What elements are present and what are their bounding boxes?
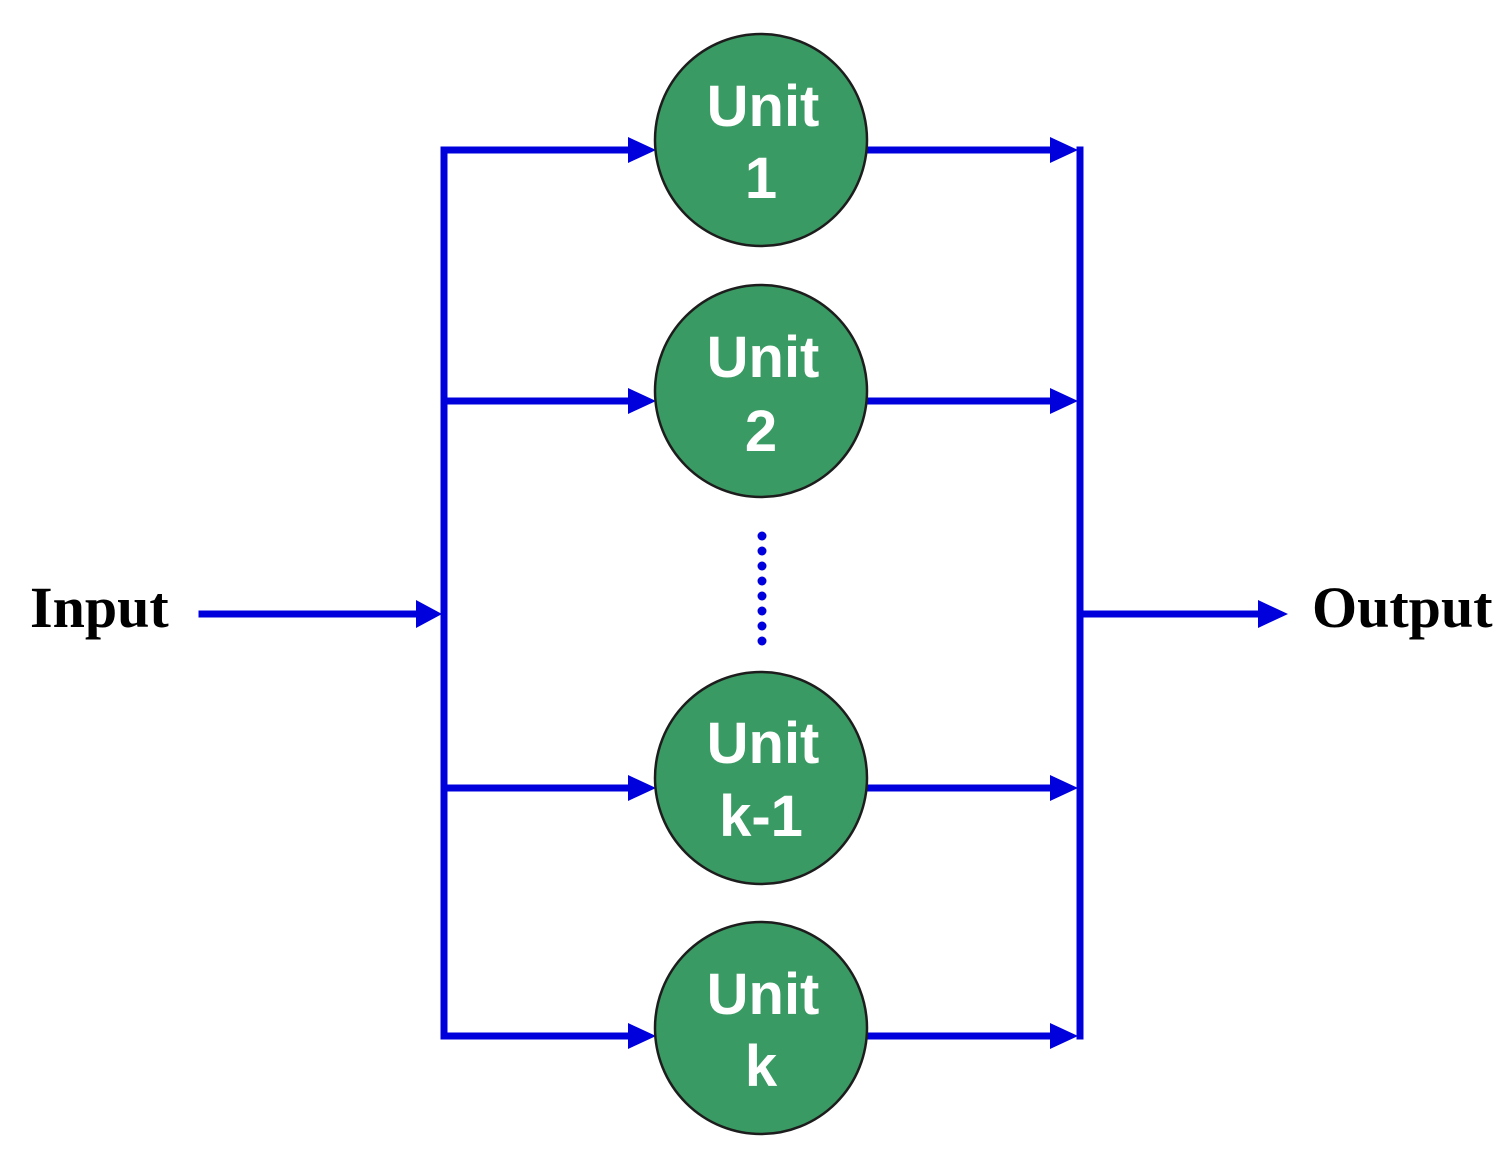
branch-out-arrowhead-unit-k-1	[1050, 775, 1078, 801]
unit-1-label-line1: Unit	[707, 74, 820, 139]
input-label: Input	[30, 575, 169, 640]
output-arrowhead	[1258, 600, 1288, 628]
unit-1-circle	[653, 32, 869, 248]
input-arrowhead	[416, 600, 442, 628]
branch-in-arrowhead-unit-2	[628, 388, 656, 414]
unit-k-label-line2: k	[745, 1034, 778, 1099]
unit-node-k-1: Unit k-1	[653, 670, 869, 886]
unit-node-1: Unit 1	[653, 32, 869, 248]
branch-in-arrowhead-unit-k-1	[628, 775, 656, 801]
branch-out-arrowhead-unit-1	[1050, 137, 1078, 163]
branch-in-arrowhead-unit-k	[628, 1023, 656, 1049]
unit-2-label-line1: Unit	[707, 325, 820, 390]
branch-out-arrowhead-unit-2	[1050, 388, 1078, 414]
branch-out-arrowhead-unit-k	[1050, 1023, 1078, 1049]
unit-2-label-line2: 2	[745, 399, 777, 464]
unit-k-1-label-line2: k-1	[719, 784, 803, 849]
vertical-ellipsis-icon	[757, 531, 767, 646]
unit-1-label-line2: 1	[745, 146, 777, 211]
unit-k-circle	[653, 920, 869, 1136]
unit-k-1-circle	[653, 670, 869, 886]
output-label: Output	[1312, 575, 1493, 640]
unit-k-label-line1: Unit	[707, 962, 820, 1027]
unit-2-circle	[653, 283, 869, 499]
unit-node-k: Unit k	[653, 920, 869, 1136]
branch-in-arrowhead-unit-1	[628, 137, 656, 163]
unit-k-1-label-line1: Unit	[707, 711, 820, 776]
unit-node-2: Unit 2	[653, 283, 869, 499]
